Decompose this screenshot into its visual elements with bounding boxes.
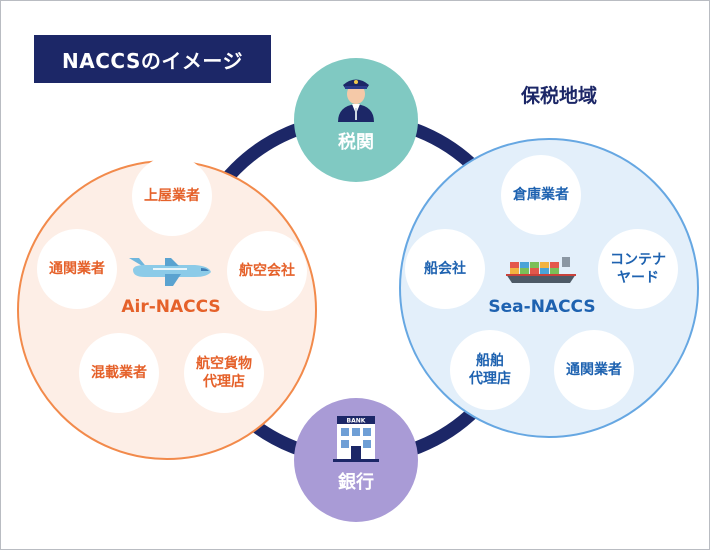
sea-node-container-yard: コンテナ ヤード — [598, 229, 678, 309]
sea-node-shipping-agent: 船舶 代理店 — [450, 330, 530, 410]
bank-building-icon: BANK — [333, 416, 379, 462]
bank-sign-text: BANK — [347, 417, 366, 424]
air-node-customs-broker: 通関業者 — [37, 229, 117, 309]
customs-hub: 税関 — [294, 58, 418, 182]
air-naccs-label: Air-NACCS — [121, 297, 221, 317]
container-ship-icon — [506, 257, 576, 283]
customs-officer-icon — [338, 79, 374, 122]
bank-label: 銀行 — [338, 472, 374, 493]
air-node-warehouse-operator: 上屋業者 — [132, 156, 212, 236]
sea-node-warehouse-operator: 倉庫業者 — [501, 155, 581, 235]
bonded-area-label: 保税地域 — [521, 85, 598, 107]
air-node-airline: 航空会社 — [227, 231, 307, 311]
customs-label: 税関 — [338, 132, 374, 153]
air-node-air-cargo-agent: 航空貨物 代理店 — [184, 333, 264, 413]
diagram-title: NACCSのイメージ — [34, 35, 271, 83]
airplane-icon — [129, 258, 211, 286]
bank-hub: BANK 銀行 — [294, 398, 418, 522]
sea-node-shipping-line: 船会社 — [405, 229, 485, 309]
sea-naccs-label: Sea-NACCS — [488, 297, 596, 317]
air-node-consolidator: 混載業者 — [79, 333, 159, 413]
sea-node-customs-broker: 通関業者 — [554, 330, 634, 410]
